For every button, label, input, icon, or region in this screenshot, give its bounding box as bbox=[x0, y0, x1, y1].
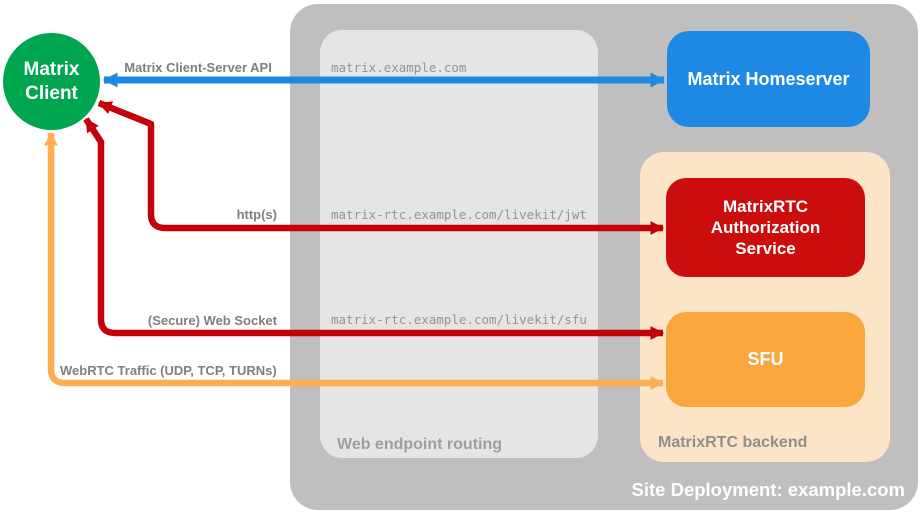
sfu-label: SFU bbox=[747, 349, 784, 370]
matrixrtc-backend-label: MatrixRTC backend bbox=[658, 434, 808, 451]
web-endpoint-routing-container bbox=[320, 30, 598, 458]
endpoint-homeserver-url: matrix.example.com bbox=[331, 60, 467, 75]
client-server-api-arrow-label: Matrix Client-Server API bbox=[124, 60, 272, 75]
endpoint-livekit-jwt-url: matrix-rtc.example.com/livekit/jwt bbox=[331, 207, 587, 222]
site-deployment-label: Site Deployment: example.com bbox=[631, 479, 905, 500]
https-arrow-label: http(s) bbox=[236, 207, 277, 222]
matrixrtc-authorization-service-label: MatrixRTC Authorization Service bbox=[710, 196, 821, 259]
webrtc-traffic-arrow-label: WebRTC Traffic (UDP, TCP, TURNs) bbox=[60, 363, 277, 378]
matrix-client-node: Matrix Client bbox=[3, 33, 100, 130]
websocket-arrow-label: (Secure) Web Socket bbox=[147, 313, 277, 328]
matrixrtc-authorization-service-node: MatrixRTC Authorization Service bbox=[666, 178, 865, 277]
sfu-node: SFU bbox=[666, 312, 865, 407]
matrix-homeserver-label: Matrix Homeserver bbox=[687, 68, 850, 89]
matrix-client-label: Matrix Client bbox=[23, 58, 80, 104]
web-endpoint-routing-label: Web endpoint routing bbox=[337, 436, 503, 453]
matrix-homeserver-node: Matrix Homeserver bbox=[667, 31, 870, 127]
endpoint-livekit-sfu-url: matrix-rtc.example.com/livekit/sfu bbox=[331, 312, 587, 327]
